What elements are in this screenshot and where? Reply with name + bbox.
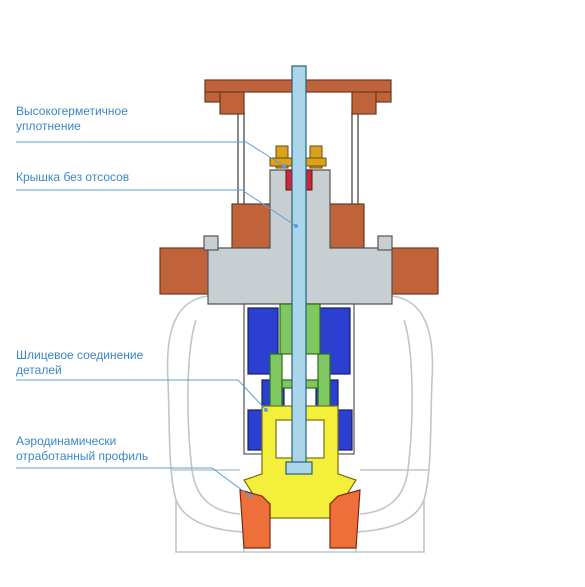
bonnet-copper-block — [231, 203, 365, 249]
callout-spline: Шлицевое соединение деталей — [16, 348, 144, 377]
callout-profile: Аэродинамически отработанный профиль — [16, 434, 149, 463]
stem — [285, 65, 313, 475]
leader-dots — [248, 164, 298, 498]
callout-bonnet: Крышка без отсосов — [16, 170, 130, 184]
seat-rings — [239, 489, 361, 549]
callout-seal: Высокогерметичное уплотнение — [16, 104, 128, 133]
leader-lines — [16, 141, 297, 497]
